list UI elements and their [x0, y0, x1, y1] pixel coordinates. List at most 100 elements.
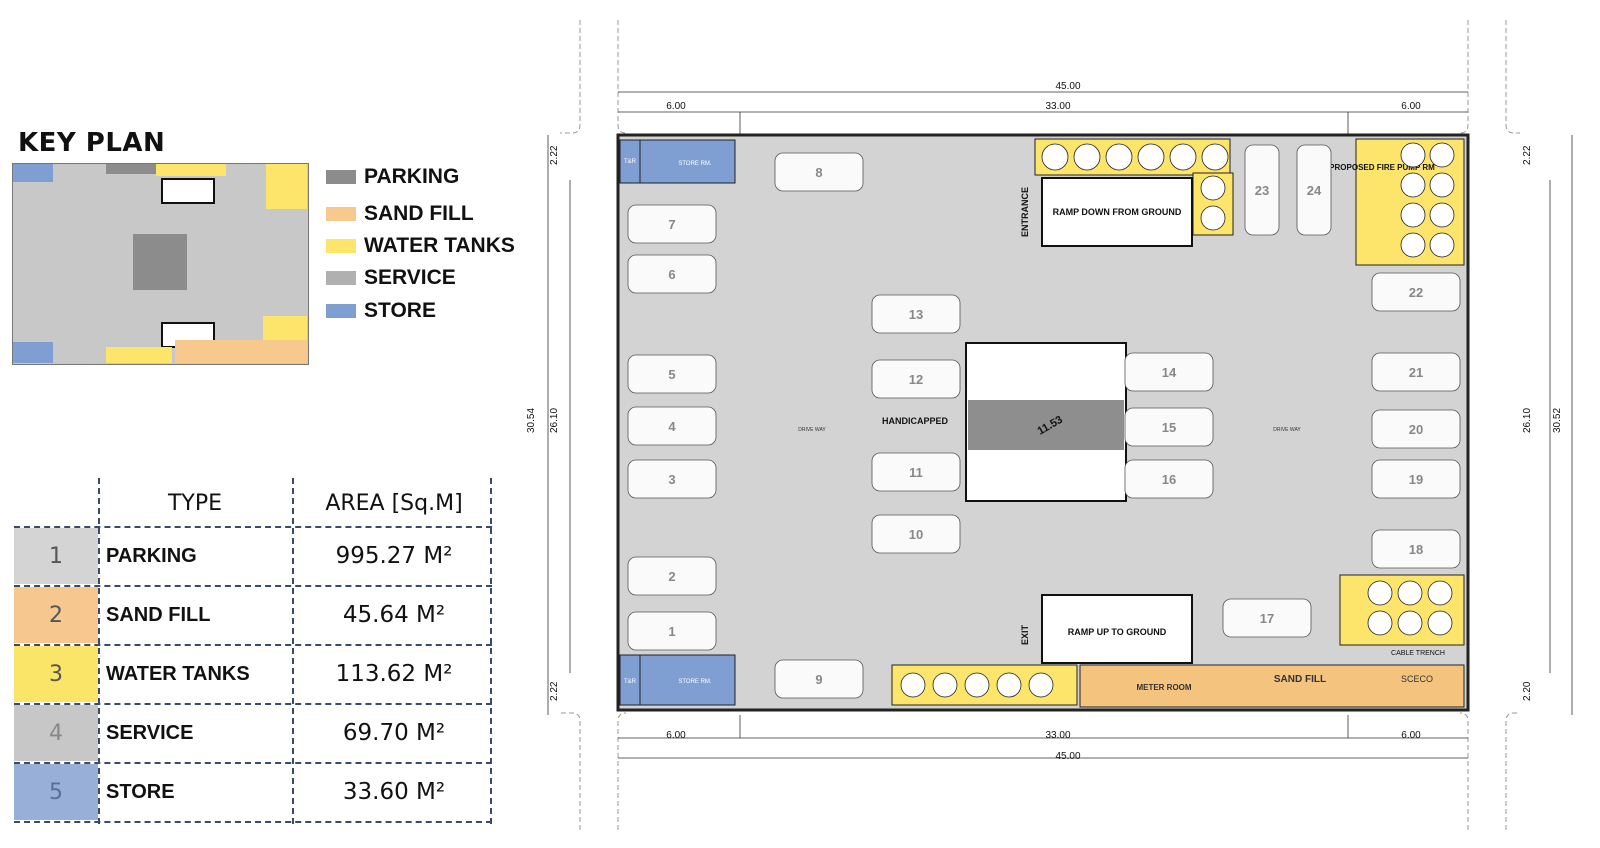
handicapped-label: HANDICAPPED — [882, 416, 949, 426]
dim-mid-bottom: 33.00 — [1045, 730, 1070, 741]
water-tank-circle — [1105, 143, 1133, 171]
legend-swatch-water-tanks — [326, 239, 356, 253]
water-tank-circle — [1073, 143, 1101, 171]
legend-item-service: SERVICE — [326, 263, 456, 293]
water-tank-circle — [1429, 142, 1455, 168]
water-tank-circle — [1028, 672, 1054, 698]
parking-number: 19 — [1409, 472, 1423, 487]
row-number: 5 — [14, 764, 98, 820]
parking-car — [1371, 529, 1461, 569]
parking-car — [1296, 144, 1332, 236]
dim-left-top: 6.00 — [666, 101, 686, 112]
key-plan-title: KEY PLAN — [18, 128, 166, 158]
legend-item-parking: PARKING — [326, 162, 459, 192]
dim-right-outer: 30.52 — [1552, 408, 1563, 433]
water-tank-circle — [1367, 580, 1393, 606]
parking-car — [1124, 459, 1214, 499]
dim-left-bottom: 6.00 — [666, 730, 686, 741]
dim-left-outer: 30.54 — [526, 408, 537, 433]
row-type: WATER TANKS — [106, 662, 250, 685]
water-tank-circle — [1400, 232, 1426, 258]
parking-car — [1371, 409, 1461, 449]
parking-car — [1244, 144, 1280, 236]
ramp-down-label: RAMP DOWN FROM GROUND — [1053, 207, 1182, 217]
parking-car — [627, 354, 717, 394]
tank-circles — [900, 142, 1455, 698]
legend-swatch-parking — [326, 170, 356, 184]
keyplan-core — [133, 234, 187, 290]
water-tank-circle — [1041, 143, 1069, 171]
row-number: 3 — [14, 646, 98, 702]
keyplan-water-top — [156, 164, 226, 176]
table-row: 2 SAND FILL 45.64 M² — [14, 587, 492, 645]
tr-top-label: T&R — [624, 159, 637, 165]
row-number: 4 — [14, 705, 98, 761]
legend-label: PARKING — [364, 165, 460, 188]
keyplan-store-top-left — [13, 164, 53, 182]
dim-mid-top: 33.00 — [1045, 101, 1070, 112]
dim-right-bottom-margin: 2.20 — [1522, 681, 1533, 701]
row-area: 995.27 M² — [335, 543, 453, 569]
water-tank-circle — [1200, 175, 1226, 201]
dim-right-bottom: 6.00 — [1401, 730, 1421, 741]
keyplan-water-bottom — [106, 347, 172, 363]
store-room-top — [639, 139, 736, 184]
keyplan-sand-bottom — [175, 340, 307, 363]
entrance-label: ENTRANCE — [1020, 187, 1030, 237]
table-divider — [14, 585, 492, 587]
legend-label: SERVICE — [364, 266, 456, 289]
parking-car — [1222, 598, 1312, 638]
parking-number: 22 — [1409, 285, 1423, 300]
parking-number: 14 — [1162, 365, 1177, 380]
row-area: 69.70 M² — [342, 720, 446, 746]
parking-car — [774, 659, 864, 699]
parking-number: 15 — [1162, 420, 1176, 435]
legend-item-sand-fill: SAND FILL — [326, 199, 474, 229]
drive-way-left: DRIVE WAY — [798, 427, 826, 433]
keyplan-water-bottom-right — [263, 316, 307, 342]
parking-car — [1371, 459, 1461, 499]
parking-number: 9 — [815, 672, 822, 687]
parking-car — [871, 452, 961, 492]
parking-car — [1124, 352, 1214, 392]
water-tank-circle — [1397, 580, 1423, 606]
parking-car — [627, 459, 717, 499]
table-divider — [292, 478, 294, 824]
parking-number: 6 — [668, 267, 675, 282]
parking-number: 23 — [1255, 183, 1269, 198]
row-area: 113.62 M² — [335, 661, 453, 687]
store-room-top-label: STORE RM. — [678, 161, 712, 167]
ramp-up — [1041, 594, 1193, 664]
meter-room-label: METER ROOM — [1136, 683, 1191, 692]
water-tank-circle — [1169, 143, 1197, 171]
row-type: SAND FILL — [106, 603, 211, 626]
store-room-bottom — [639, 654, 736, 706]
dim-left-bottom-margin: 2.22 — [549, 681, 560, 701]
legend-item-water-tanks: WATER TANKS — [326, 231, 515, 261]
parking-number: 18 — [1409, 542, 1423, 557]
table-divider — [14, 526, 492, 528]
parking-number: 11 — [909, 465, 923, 480]
parking-number: 24 — [1307, 183, 1322, 198]
water-tank-circle — [1429, 172, 1455, 198]
dim-right-top-margin: 2.22 — [1522, 145, 1533, 165]
sand-fill-area — [1079, 664, 1465, 708]
parking-car — [1371, 352, 1461, 392]
parking-car — [1371, 272, 1461, 312]
sceco-label: SCECO — [1401, 674, 1433, 684]
water-tank-circle — [932, 672, 958, 698]
core-lobby — [968, 400, 1124, 450]
table-row: 1 PARKING 995.27 M² — [14, 528, 492, 586]
water-tank-circle — [900, 672, 926, 698]
dim-right-top: 6.00 — [1401, 101, 1421, 112]
water-tank-circle — [1400, 172, 1426, 198]
table-divider — [14, 703, 492, 705]
water-tank-circle — [1400, 142, 1426, 168]
legend-label: WATER TANKS — [364, 234, 515, 257]
dim-total-bottom: 45.00 — [1055, 751, 1080, 762]
parking-number: 4 — [668, 419, 676, 434]
table-divider — [14, 762, 492, 764]
keyplan-water-right — [266, 164, 307, 209]
keyplan-ramp-top — [161, 178, 215, 204]
fire-pump-label: PROPOSED FIRE PUMP RM — [1329, 163, 1435, 172]
